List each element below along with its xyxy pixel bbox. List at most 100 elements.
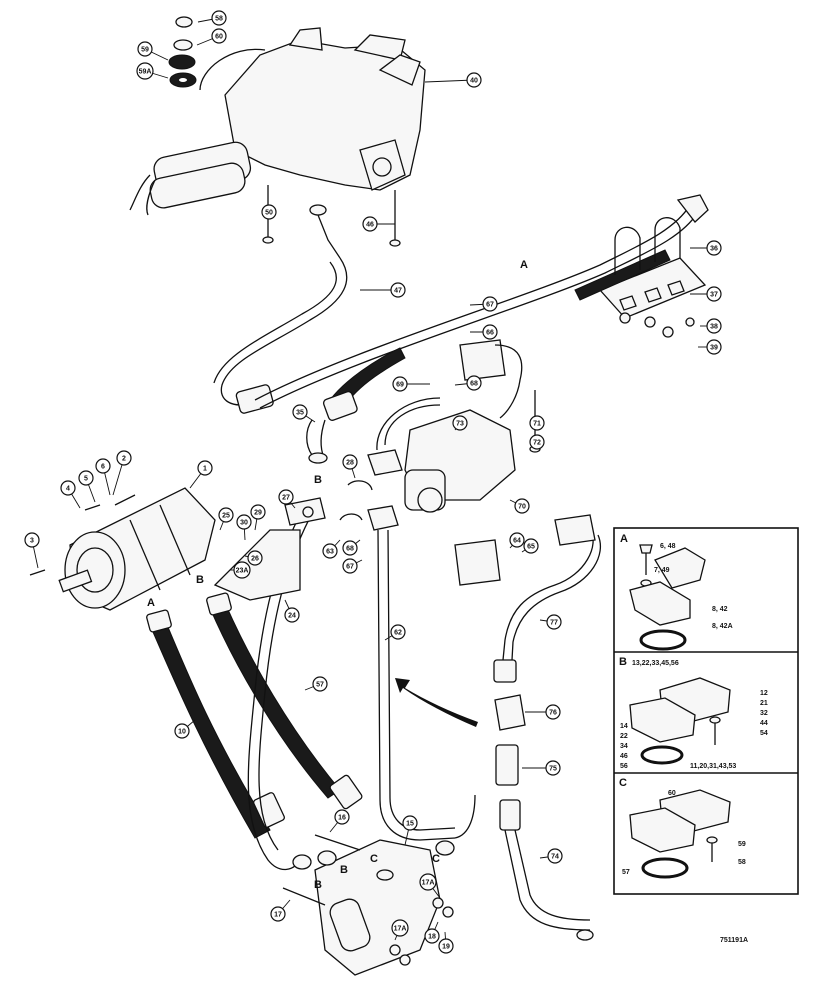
callout-circle	[24, 532, 40, 548]
callout-number: 15	[406, 821, 414, 828]
callout-number: 26	[251, 556, 259, 563]
drawing-reference: 751191A	[720, 937, 748, 944]
callout-number: 18	[428, 934, 436, 941]
part-callout: 68	[454, 375, 482, 391]
callout-circle	[233, 561, 251, 579]
part-callout: 74	[539, 848, 563, 864]
part-callout: 15	[402, 815, 418, 846]
callout-circle	[466, 72, 482, 88]
callout-circle	[523, 538, 539, 554]
suction-tube-assembly	[493, 514, 602, 941]
callout-circle	[545, 704, 561, 720]
inset-a: A 6, 48 7, 49 8, 42 8, 42A	[620, 533, 733, 651]
part-callout: 30	[236, 514, 252, 541]
part-callout: 77	[539, 614, 562, 630]
callout-number: 17A	[394, 926, 407, 933]
part-callout: 39	[698, 339, 722, 355]
part-callout: 62	[384, 624, 406, 641]
callout-number: 64	[513, 538, 521, 545]
callout-circle	[482, 324, 498, 340]
callout-number: 29	[254, 510, 262, 517]
inset-c-label: 58	[738, 859, 746, 866]
callout-circle	[218, 507, 234, 523]
callout-circle	[466, 375, 482, 391]
callout-circle	[197, 460, 213, 476]
callout-number: 62	[394, 630, 402, 637]
part-callout: 16	[329, 809, 350, 833]
callout-circle	[482, 296, 498, 312]
part-callout: 37	[690, 286, 722, 302]
callout-number: 6	[101, 464, 105, 471]
callout-number: 58	[215, 16, 223, 23]
callout-circle	[529, 434, 545, 450]
part-callout: 27	[278, 489, 296, 509]
callout-circle	[706, 318, 722, 334]
callout-number: 59	[141, 47, 149, 54]
port-letter: C	[432, 853, 440, 865]
mounting-bracket	[213, 480, 373, 601]
callout-number: 35	[296, 410, 304, 417]
part-callout: 68	[342, 539, 361, 556]
callout-number: 1	[203, 466, 207, 473]
callout-circle	[545, 760, 561, 776]
callout-number: 10	[178, 729, 186, 736]
part-callout: 17A	[391, 919, 409, 941]
part-callout: 38	[700, 318, 722, 334]
callout-circle	[342, 454, 358, 470]
callout-circle	[236, 514, 252, 530]
part-callout: 40	[424, 72, 482, 88]
callout-number: 19	[442, 944, 450, 951]
callout-number: 60	[215, 34, 223, 41]
callout-circle	[342, 558, 358, 574]
return-tube-a	[213, 194, 709, 414]
callout-number: 28	[346, 460, 354, 467]
part-callout: 71	[529, 415, 545, 431]
part-callout: 73	[452, 415, 468, 431]
port-letter: B	[314, 879, 322, 891]
callout-circle	[174, 723, 190, 739]
callout-circle	[137, 41, 153, 57]
part-callout: 64	[509, 532, 525, 549]
callout-circle	[392, 376, 408, 392]
callout-circle	[284, 607, 300, 623]
inset-b-label: 32	[760, 710, 768, 717]
callout-circle	[312, 676, 328, 692]
callout-number: 67	[346, 564, 354, 571]
callout-circle	[529, 415, 545, 431]
callout-number: 24	[288, 613, 296, 620]
callout-number: 73	[456, 421, 464, 428]
part-callout: 26	[244, 550, 263, 566]
part-callout: 50	[261, 204, 277, 220]
callout-number: 30	[240, 520, 248, 527]
part-callout: 2	[112, 450, 132, 496]
pressure-tube-62	[377, 529, 476, 841]
callout-number: 59A	[139, 69, 152, 76]
callout-number: 74	[551, 854, 559, 861]
callout-circle	[390, 624, 406, 640]
callout-circle	[270, 906, 286, 922]
port-letter: B	[196, 574, 204, 586]
callout-leader	[424, 79, 475, 83]
callout-circle	[424, 928, 440, 944]
part-callout: 28	[342, 454, 358, 479]
callout-number: 27	[282, 495, 290, 502]
inset-b-label: 56	[620, 763, 628, 770]
callout-number: 37	[710, 292, 718, 299]
inset-b-header: 13,22,33,45,56	[632, 660, 679, 667]
callout-circle	[438, 938, 454, 954]
callout-circle	[547, 848, 563, 864]
callout-circle	[342, 540, 358, 556]
callout-circle	[60, 480, 76, 496]
callout-number: 69	[396, 382, 404, 389]
part-callout: 75	[522, 760, 561, 776]
callout-circle	[706, 286, 722, 302]
part-callout: 23A	[230, 561, 251, 579]
callout-number: 63	[326, 549, 334, 556]
callout-circle	[509, 532, 525, 548]
inset-b-label: 11,20,31,43,53	[690, 763, 736, 770]
inset-c-label: 57	[622, 869, 630, 876]
callout-circle	[116, 450, 132, 466]
valve-bolts	[262, 185, 401, 259]
inset-c-label: 59	[738, 841, 746, 848]
callout-number: 3	[30, 538, 34, 545]
